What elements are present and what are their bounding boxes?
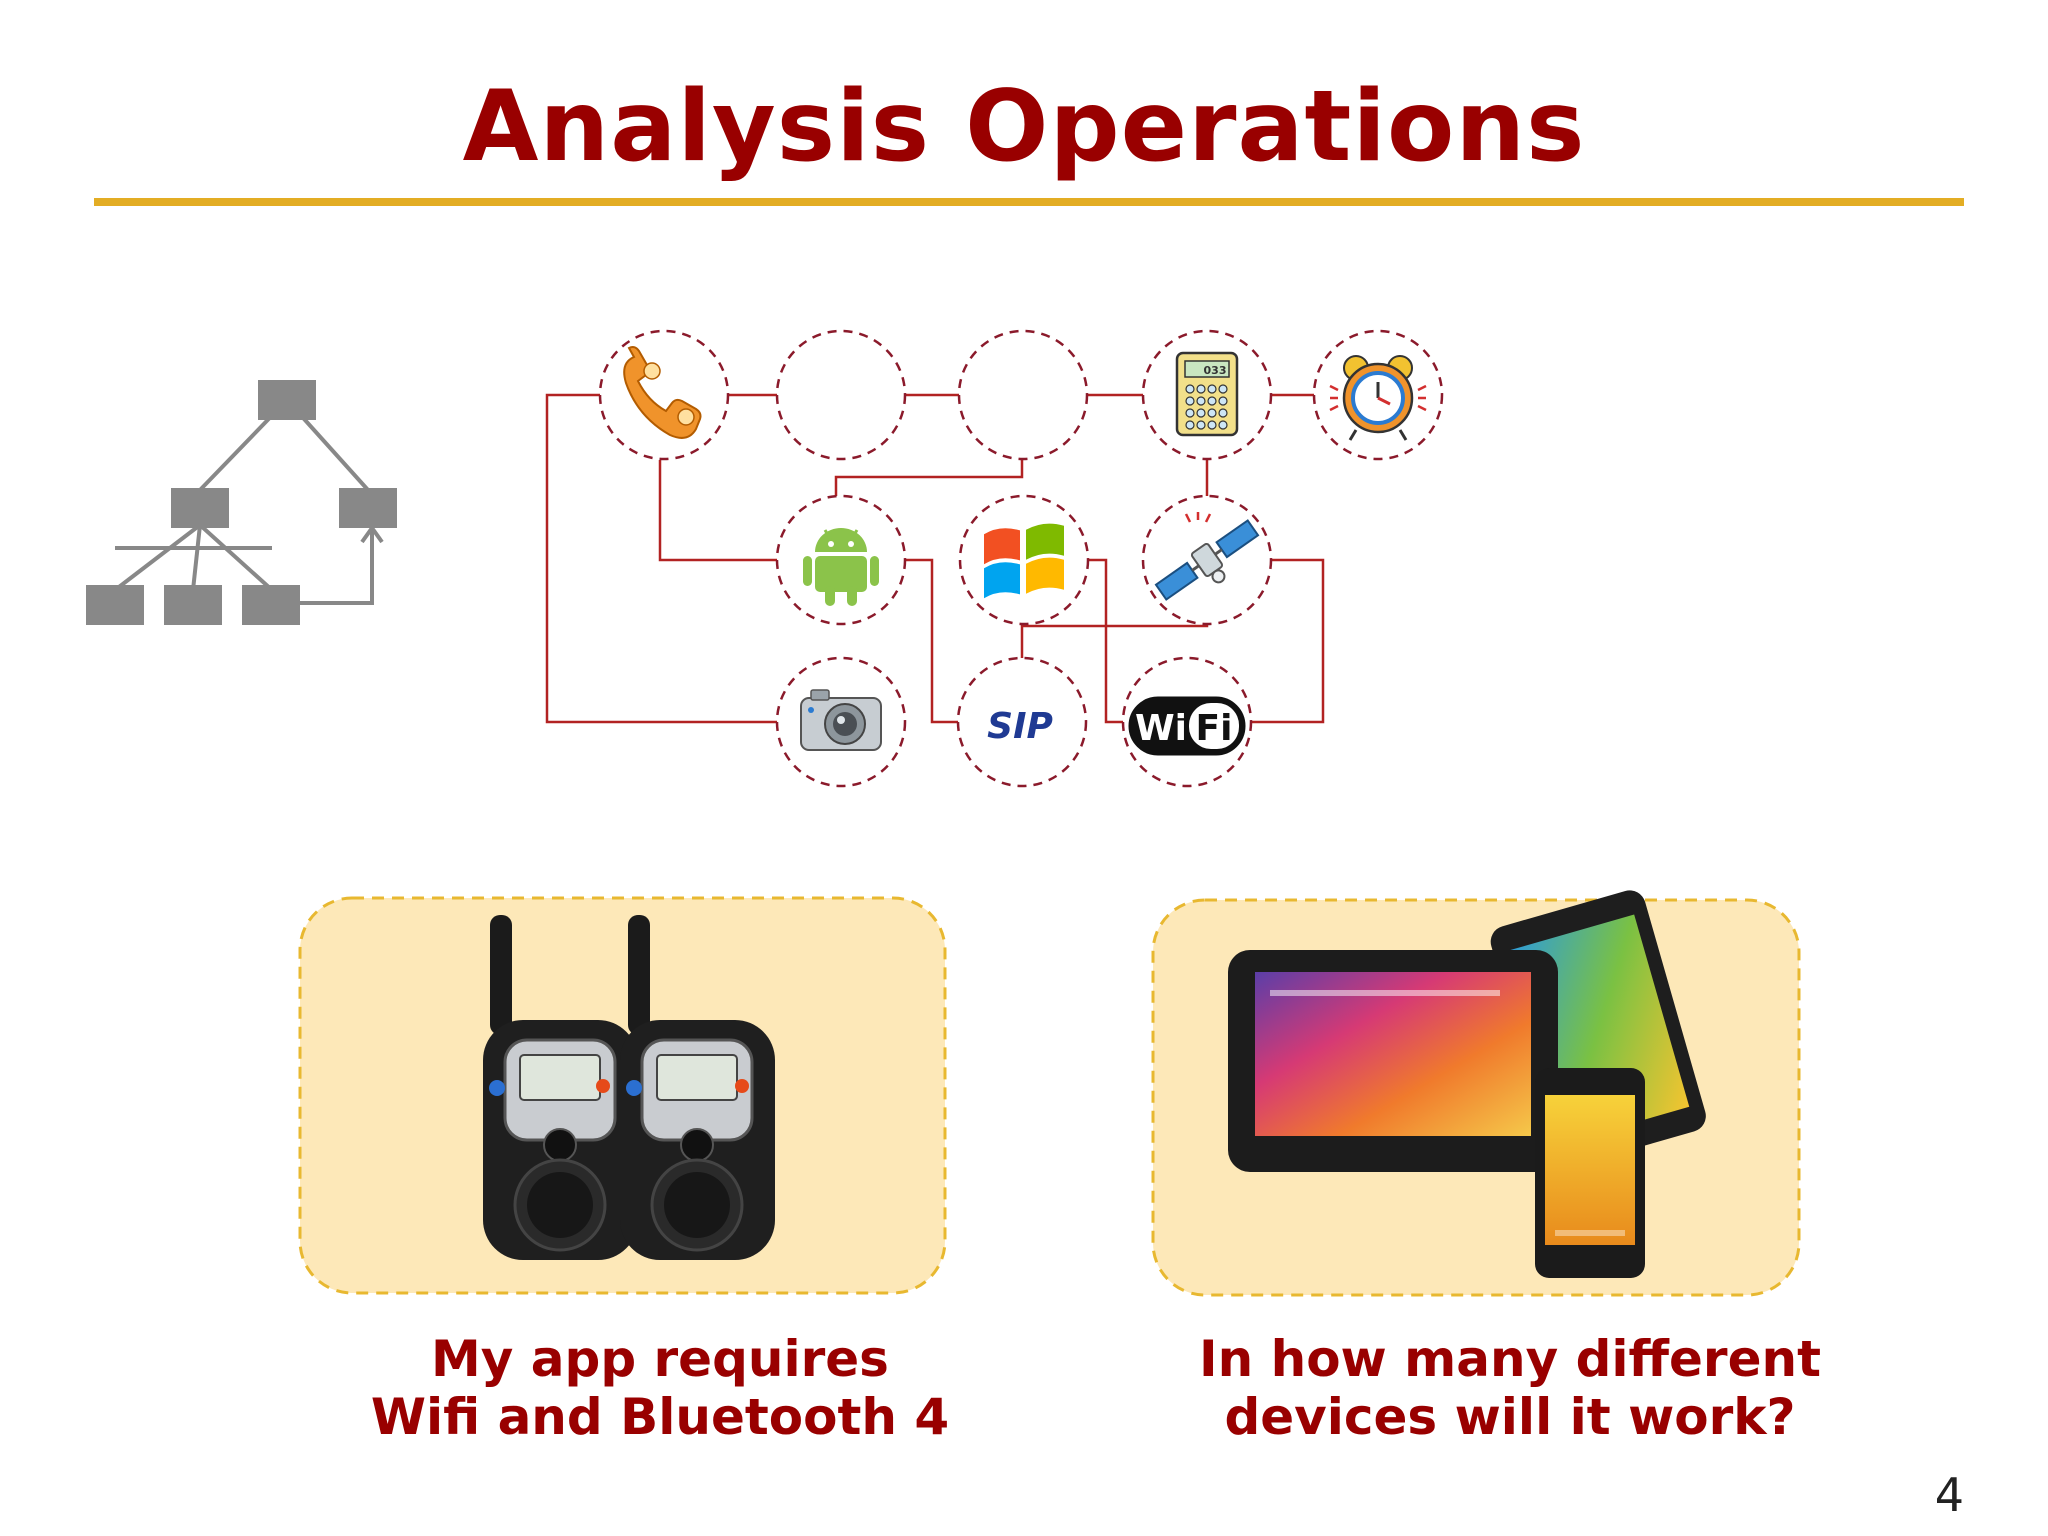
hierarchy-tree-icon [86, 380, 397, 625]
page-number: 4 [1934, 1468, 1964, 1522]
right-caption: In how many different devices will it wo… [1150, 1330, 1870, 1446]
walkie-talkie-image [483, 915, 775, 1260]
alarm-clock-icon [1329, 355, 1427, 441]
windows-logo-icon [984, 523, 1064, 599]
phone-icon [623, 346, 702, 439]
title-divider [94, 198, 1964, 206]
right-caption-line-1: In how many different [1199, 1330, 1821, 1388]
slide-title: Analysis Operations [462, 70, 1586, 184]
sip-icon: SIP [987, 706, 1053, 747]
devices-image [1228, 890, 1706, 1278]
satellite-icon [1154, 519, 1260, 601]
right-caption-line-2: devices will it work? [1224, 1388, 1796, 1446]
calculator-display-text: 033 [1204, 364, 1227, 377]
node-phone [598, 329, 730, 461]
left-caption-line-2: Wifi and Bluetooth 4 [370, 1388, 950, 1446]
calculator-icon: 033 [1175, 351, 1239, 437]
wifi-text-left: Wi [1135, 708, 1187, 749]
left-caption-line-1: My app requires [431, 1330, 889, 1388]
left-caption: My app requires Wifi and Bluetooth 4 [300, 1330, 1020, 1446]
node-sip [956, 656, 1088, 788]
node-windows [958, 494, 1090, 626]
node-empty-1 [775, 329, 907, 461]
wifi-text-right: Fi [1196, 708, 1233, 749]
android-icon [803, 528, 879, 606]
satellite-signal-icon [1184, 512, 1212, 523]
sip-text: SIP [987, 706, 1053, 747]
camera-icon [800, 689, 882, 751]
wifi-logo-icon: Wi Fi [1128, 696, 1246, 756]
node-empty-2 [957, 329, 1089, 461]
